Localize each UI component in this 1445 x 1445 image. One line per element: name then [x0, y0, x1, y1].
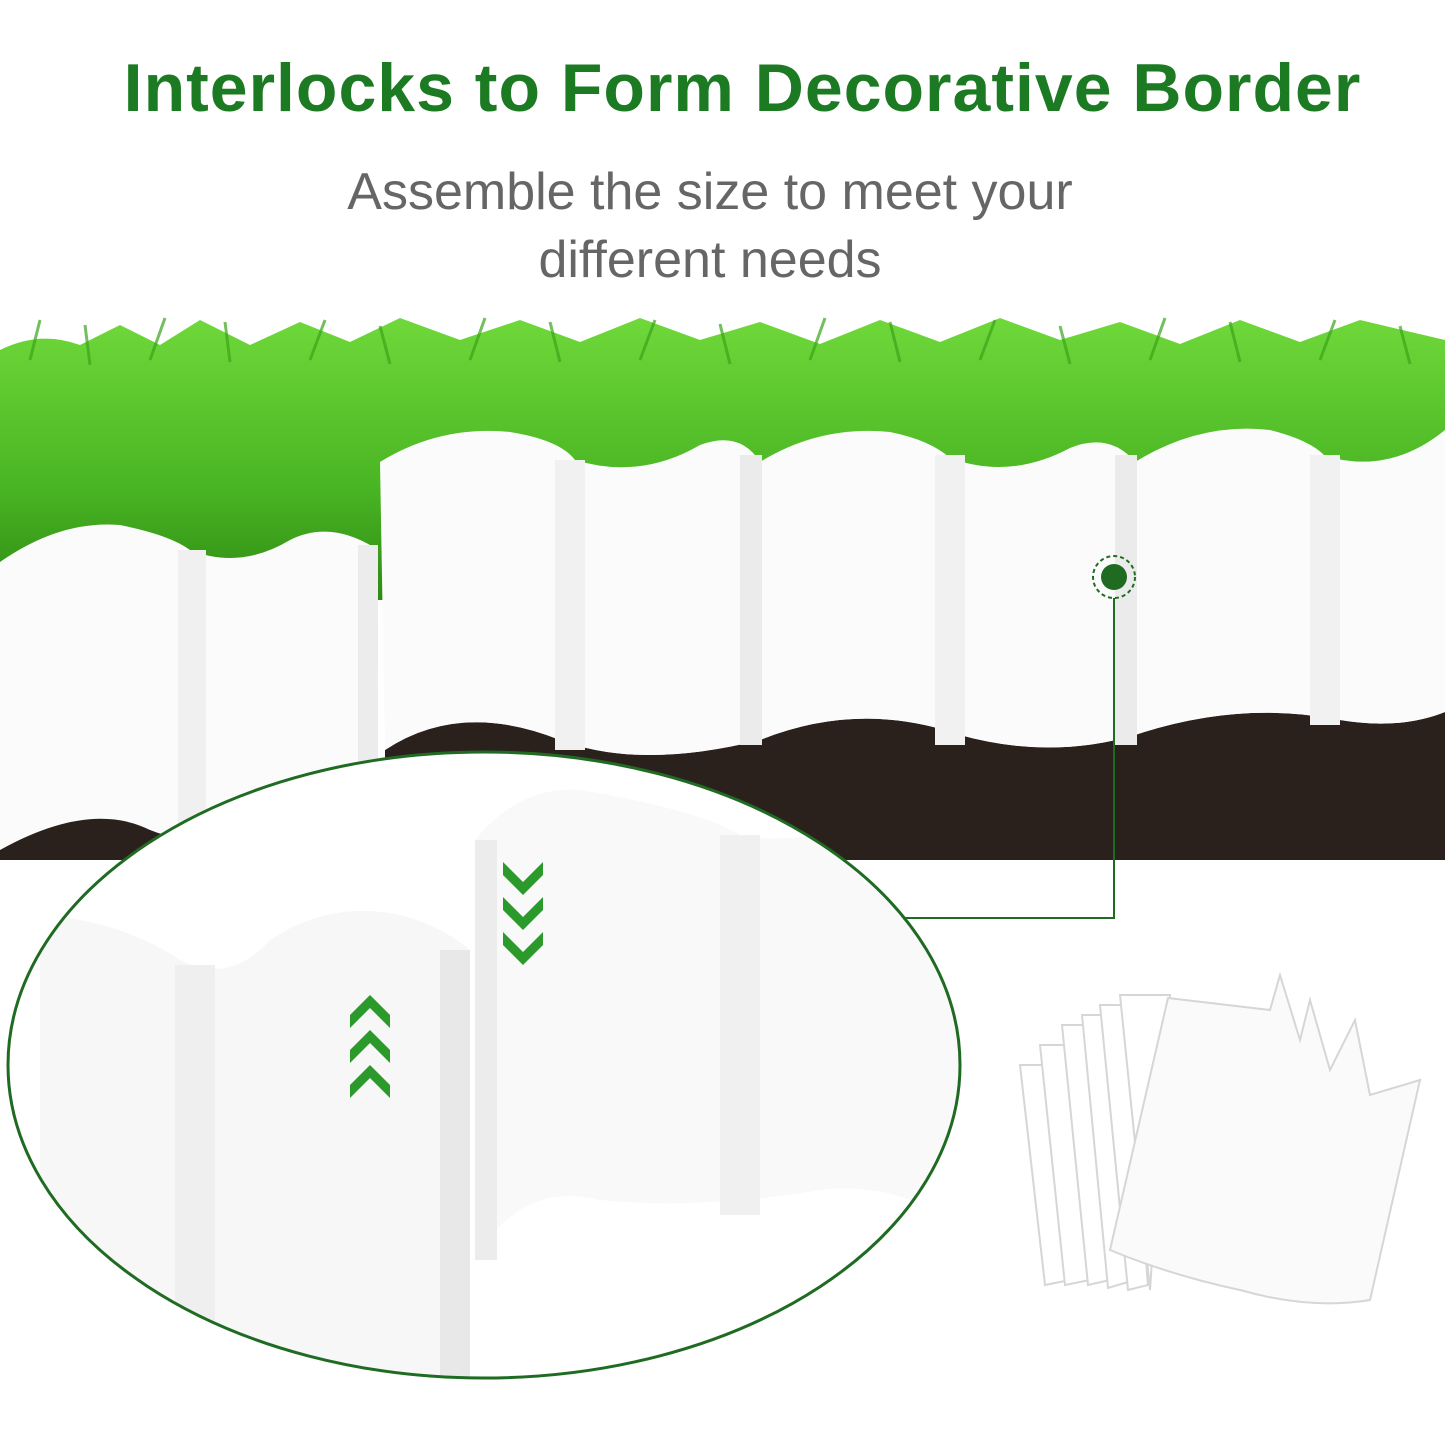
chevron-down-triple-icon: [503, 862, 543, 965]
zoom-detail: [6, 750, 962, 1380]
page-title: Interlocks to Form Decorative Border: [123, 50, 1362, 126]
callout-leader-line: [900, 598, 1115, 919]
callout-dot-icon: [1092, 555, 1136, 599]
chevron-up-triple-icon: [350, 995, 390, 1098]
stacked-panels: [1018, 971, 1422, 1305]
fence-section-left: [0, 524, 378, 860]
fence-section-right: [380, 428, 1445, 755]
page-subtitle: Assemble the size to meet your different…: [347, 163, 1073, 289]
